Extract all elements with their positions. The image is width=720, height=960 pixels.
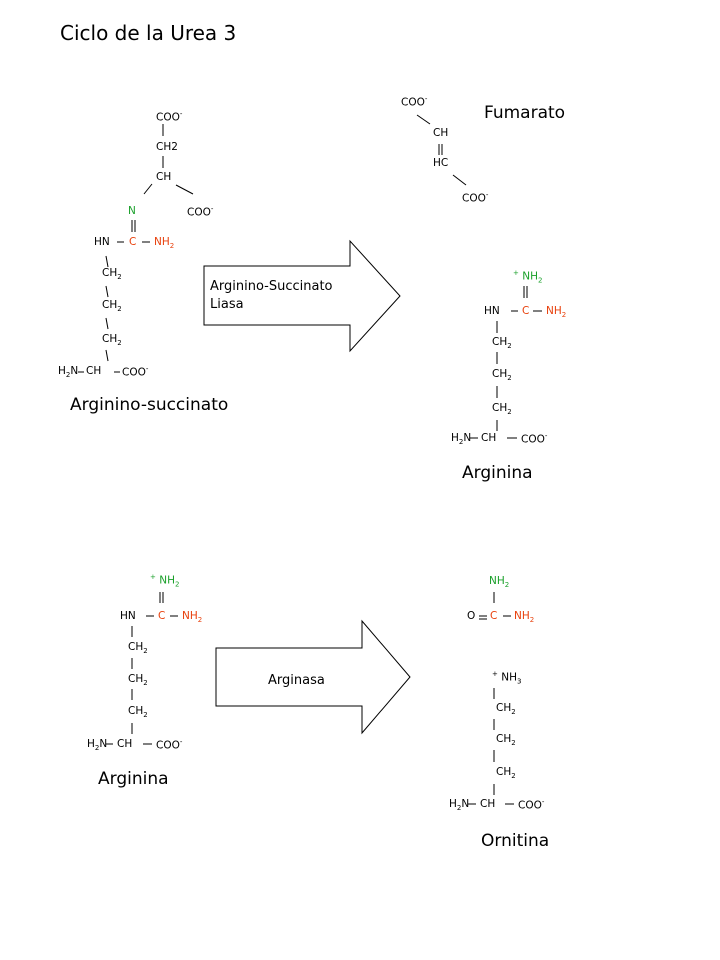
page-title: Ciclo de la Urea 3 xyxy=(60,21,237,45)
reaction-arrow-arginasa xyxy=(215,619,411,735)
molecule-name: Fumarato xyxy=(484,103,566,123)
ch-label: CH xyxy=(156,171,172,183)
imine-label: HN xyxy=(120,610,136,622)
guanidinium-label: + NH2 xyxy=(513,269,543,285)
methylene-label: CH2 xyxy=(492,336,512,351)
methylene-label: CH2 xyxy=(496,702,516,717)
alpha-ch-label: CH xyxy=(86,365,102,377)
carbon-label: C xyxy=(158,610,166,622)
amine-label: NH2 xyxy=(182,610,203,625)
amino-label: H2N xyxy=(58,365,79,380)
ch2-label: CH2 xyxy=(156,141,178,153)
methylene-label: CH2 xyxy=(128,705,148,720)
methylene-label: CH2 xyxy=(102,267,122,282)
reaction-arrow-liasa xyxy=(203,239,401,353)
ammonium-label: + NH3 xyxy=(492,670,522,686)
carboxylate-label: COO- xyxy=(521,432,548,446)
carboxylate-label: COO- xyxy=(187,205,214,219)
molecule-name: Ornitina xyxy=(481,831,550,851)
enzyme-label-liasa: Arginino-Succinato Liasa xyxy=(210,279,333,312)
hc-label: HC xyxy=(433,157,449,169)
methylene-label: CH2 xyxy=(128,641,148,656)
alpha-ch-label: CH xyxy=(480,798,496,810)
alpha-ch-label: CH xyxy=(117,738,133,750)
imine-label: HN xyxy=(94,236,110,248)
methylene-label: CH2 xyxy=(102,333,122,348)
carboxylate-label: COO- xyxy=(156,738,183,752)
carboxylate-label: COO- xyxy=(122,365,149,379)
methylene-label: CH2 xyxy=(496,766,516,781)
ch-label: CH xyxy=(433,127,449,139)
oxygen-label: O xyxy=(467,610,476,622)
amine-label: NH2 xyxy=(514,610,535,625)
amino-label: H2N xyxy=(451,432,472,447)
alpha-ch-label: CH xyxy=(481,432,497,444)
carboxylate-label: COO- xyxy=(462,191,489,205)
methylene-label: CH2 xyxy=(128,673,148,688)
amine-label: NH2 xyxy=(546,305,567,320)
methylene-label: CH2 xyxy=(496,733,516,748)
methylene-label: CH2 xyxy=(492,368,512,383)
carboxylate-label: COO- xyxy=(401,95,428,109)
guanidinium-label: + NH2 xyxy=(150,573,180,589)
amino-label: H2N xyxy=(449,798,470,813)
molecule-name: Arginino-succinato xyxy=(70,395,229,415)
methylene-label: CH2 xyxy=(102,299,122,314)
methylene-label: CH2 xyxy=(492,402,512,417)
amino-label: H2N xyxy=(87,738,108,753)
carbon-label: C xyxy=(522,305,530,317)
carbon-label: C xyxy=(129,236,137,248)
nitrogen-label: N xyxy=(128,205,136,217)
carboxylate-label: COO- xyxy=(518,798,545,812)
imine-label: HN xyxy=(484,305,500,317)
carboxylate-label: COO- xyxy=(156,110,183,124)
amine-label: NH2 xyxy=(489,575,510,590)
amine-label: NH2 xyxy=(154,236,175,251)
carbon-label: C xyxy=(490,610,498,622)
enzyme-label-arginasa: Arginasa xyxy=(268,673,325,688)
molecule-name: Arginina xyxy=(98,769,169,789)
molecule-name: Arginina xyxy=(462,463,533,483)
